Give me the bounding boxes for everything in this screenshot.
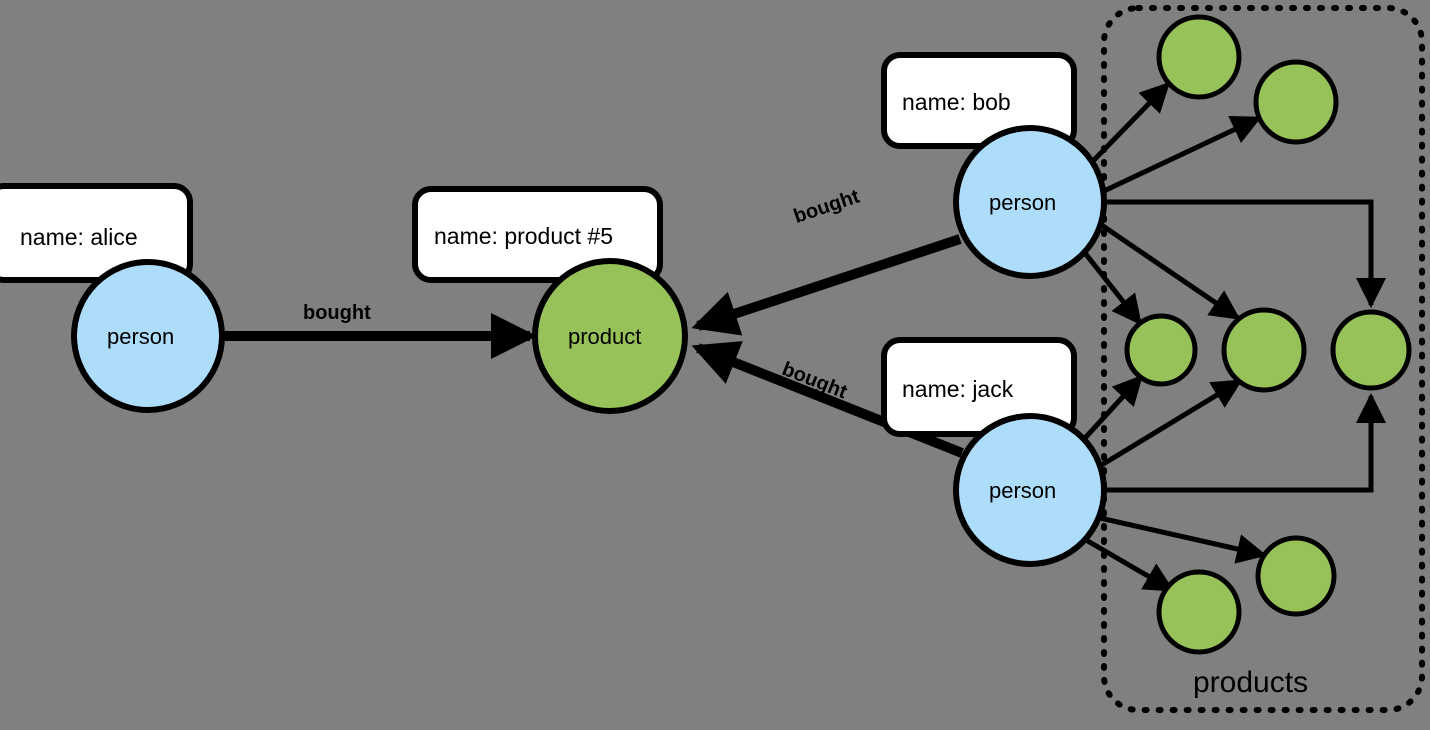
node-alice[interactable] bbox=[71, 259, 225, 413]
edge-jack-p7 bbox=[1099, 515, 1267, 564]
edge-bob-p1 bbox=[1092, 81, 1171, 162]
edge-bob-product-bought bbox=[691, 234, 962, 336]
edge-bob-p2 bbox=[1102, 115, 1262, 194]
property-box-alice bbox=[0, 183, 193, 283]
product-node-p2[interactable] bbox=[1253, 59, 1339, 145]
product-node-p1[interactable] bbox=[1156, 14, 1242, 100]
edge-jack-p5 bbox=[1104, 393, 1386, 493]
edge-bob-p3 bbox=[1083, 251, 1142, 326]
edge-bob-p5 bbox=[1104, 199, 1386, 308]
product-node-p3[interactable] bbox=[1124, 313, 1198, 387]
node-product5[interactable] bbox=[532, 258, 688, 414]
product-node-p4[interactable] bbox=[1221, 307, 1307, 393]
edge-bob-p4 bbox=[1098, 221, 1241, 321]
product-node-p6[interactable] bbox=[1156, 569, 1242, 655]
node-bob[interactable] bbox=[953, 125, 1107, 279]
edge-jack-p4 bbox=[1098, 378, 1243, 469]
property-box-product5 bbox=[412, 186, 663, 283]
products-group-border bbox=[1101, 5, 1425, 713]
edge-jack-p6 bbox=[1084, 537, 1175, 593]
product-node-p7[interactable] bbox=[1255, 535, 1337, 617]
edge-jack-p3 bbox=[1083, 374, 1144, 440]
node-jack[interactable] bbox=[953, 413, 1107, 567]
product-node-p5[interactable] bbox=[1330, 309, 1412, 391]
